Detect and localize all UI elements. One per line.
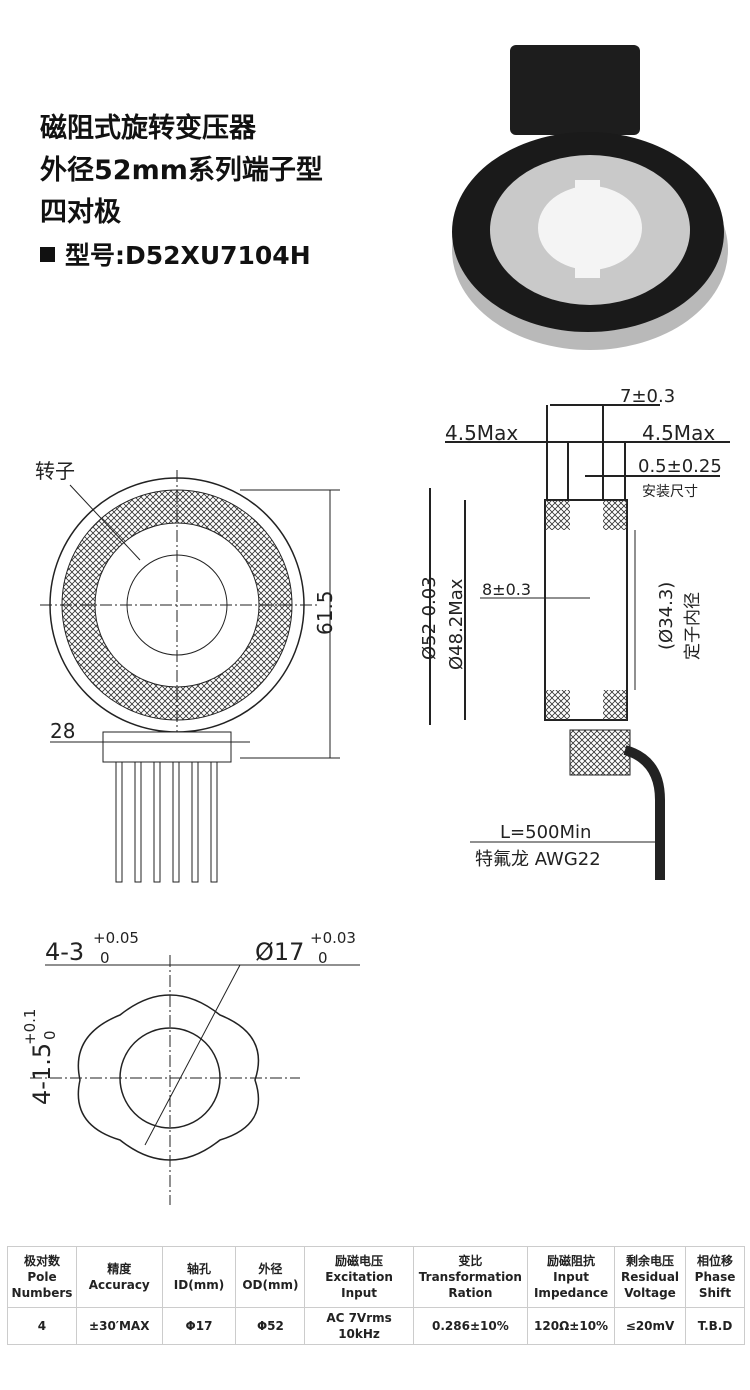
dim-05: 0.5±0.25 <box>638 456 722 477</box>
bore-dim: Ø17 <box>255 938 304 966</box>
table-cell: T.B.D <box>685 1307 745 1345</box>
od-dim: Ø52-0.03 <box>420 576 440 660</box>
slot-tol-top: +0.05 <box>93 929 139 947</box>
header-line: Shift <box>698 1286 732 1300</box>
table-cell: Φ17 <box>161 1307 237 1345</box>
stator-label: 定子内径 <box>683 592 703 660</box>
key-tol-top: +0.1 <box>21 1009 39 1045</box>
table-cell: AC 7Vrms 10kHz <box>304 1307 414 1345</box>
header-line: Transformation <box>418 1270 522 1284</box>
header-line: 精度 <box>107 1262 132 1276</box>
bore-tol-bot: 0 <box>318 949 328 967</box>
slot-tol-bot: 0 <box>100 949 110 967</box>
dim-8: 8±0.3 <box>482 580 531 599</box>
wire-spec: 特氟龙 AWG22 <box>475 849 601 870</box>
table-cell: 120Ω±10% <box>527 1307 616 1345</box>
table-cell: 0.286±10% <box>412 1307 529 1345</box>
header-line: Residual <box>621 1270 680 1284</box>
slot-dim: 4-3 <box>45 938 84 966</box>
side-view-drawing: 7±0.3 4.5Max 4.5Max 0.5±0.25 安装尺寸 Ø52-0.… <box>420 386 730 880</box>
table-header-cell: 轴孔 ID(mm) <box>161 1246 237 1308</box>
front-view-drawing: 61.5 28 转子 <box>35 459 340 883</box>
bore-tol-top: +0.03 <box>310 929 356 947</box>
header-line: OD(mm) <box>242 1278 299 1292</box>
key-tol-bot: 0 <box>41 1030 59 1040</box>
title-line2: 外径52mm系列端子型 <box>40 155 323 186</box>
dim-7: 7±0.3 <box>620 386 675 407</box>
header-line: 极对数 <box>23 1254 60 1268</box>
rotor-label: 转子 <box>35 459 75 483</box>
inner-dim: Ø48.2Max <box>446 578 467 670</box>
width-dim: 28 <box>50 719 75 743</box>
title-line1: 磁阻式旋转变压器 <box>40 113 256 144</box>
table-header-cell: 外径 OD(mm) <box>235 1246 306 1308</box>
dim-left: 4.5Max <box>445 421 518 445</box>
model-text: 型号:D52XU7104H <box>65 241 311 270</box>
height-dim: 61.5 <box>313 590 337 635</box>
header-line: Numbers <box>11 1286 73 1300</box>
header-line: Ration <box>448 1286 493 1300</box>
rotor-detail-drawing: 4-3 +0.05 0 Ø17 +0.03 0 4-1.5 +0.1 0 <box>21 929 360 1205</box>
title-line3: 四对极 <box>40 197 121 228</box>
header-line: 励磁阻抗 <box>547 1254 596 1268</box>
header-line: Excitation Input <box>325 1270 393 1300</box>
header-line: Input <box>553 1270 589 1284</box>
table-cell: ±30′MAX <box>75 1307 163 1345</box>
product-photo <box>452 45 728 350</box>
stator-id: (Ø34.3) <box>656 582 677 650</box>
table-cell: ≤20mV <box>614 1307 687 1345</box>
header-line: Impedance <box>533 1286 609 1300</box>
header-line: 剩余电压 <box>626 1254 675 1268</box>
dim-right: 4.5Max <box>642 421 715 445</box>
header-line: 轴孔 <box>186 1262 211 1276</box>
model-number: 型号:D52XU7104H <box>40 236 311 272</box>
header-line: Phase <box>694 1270 736 1284</box>
header-line: 相位移 <box>697 1254 734 1268</box>
header-line: Voltage <box>624 1286 676 1300</box>
header-line: 外径 <box>258 1262 283 1276</box>
terminal-pins <box>115 761 218 883</box>
header-line: Pole <box>27 1270 57 1284</box>
bullet-square-icon <box>40 247 55 262</box>
header-line: 励磁电压 <box>335 1254 384 1268</box>
header-line: Accuracy <box>88 1278 150 1292</box>
table-cell: 4 <box>7 1307 77 1345</box>
install-label: 安装尺寸 <box>642 484 698 500</box>
header-line: ID(mm) <box>173 1278 225 1292</box>
header-line: 变比 <box>458 1254 483 1268</box>
table-header-cell: 精度 Accuracy <box>75 1246 163 1308</box>
table-header-cell: 励磁电压 Excitation Input <box>304 1246 414 1308</box>
lead-length: L=500Min <box>500 822 591 843</box>
table-cell: Φ52 <box>235 1307 306 1345</box>
key-dim: 4-1.5 <box>28 1043 56 1105</box>
